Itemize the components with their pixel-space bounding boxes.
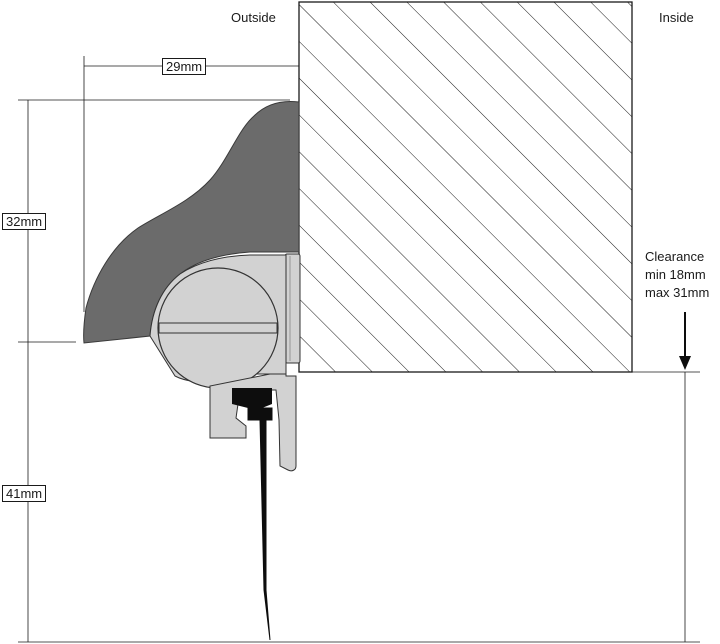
mounting-plate [284,253,301,364]
clearance-max: max 31mm [645,285,710,300]
door-section [298,1,633,373]
clearance-title: Clearance [645,249,705,264]
clearance-arrow-head [679,356,691,370]
lower-flange [209,373,297,472]
outside-label: Outside [231,10,276,25]
clearance-min: min 18mm [645,267,706,282]
dimension-32mm-label: 32mm [2,213,47,230]
dimension-41mm-label: 41mm [2,485,47,502]
bead-slot [158,322,278,334]
dimension-29mm-label: 29mm [162,58,207,75]
brush-strip [247,407,273,641]
inside-label: Inside [659,10,694,25]
